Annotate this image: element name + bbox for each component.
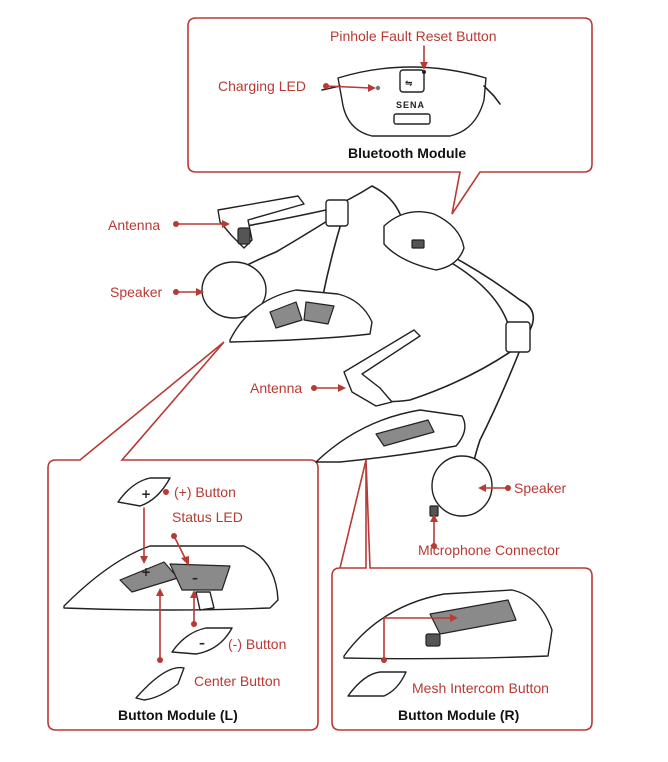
button-module-l-closeup: + + – – (63, 477, 279, 701)
bluetooth-module-callout (187, 17, 593, 215)
right-connector (505, 321, 531, 353)
button-module-l-clip (195, 591, 215, 611)
pointer-speaker-left-head (196, 288, 204, 296)
button-module-r-callout (331, 459, 593, 731)
pointer-antenna-left-head (222, 220, 230, 228)
button-module-l-plus-symbol: + (141, 565, 151, 579)
bluetooth-module-cable-right (483, 85, 501, 105)
plus-button-cover (117, 477, 171, 507)
label-plus-button: (+) Button (174, 484, 236, 500)
label-bluetooth-module: Bluetooth Module (348, 145, 466, 161)
left-button-module-plus-pad (269, 301, 303, 329)
right-button-module-assembly-pad (375, 419, 435, 447)
left-antenna-body (217, 195, 305, 249)
left-speaker (201, 261, 267, 319)
wire-to-button-left (321, 219, 343, 301)
left-button-module-minus-pad (303, 301, 335, 325)
left-connector (325, 199, 349, 227)
pointer-charging-led-head (368, 84, 376, 92)
dot-plus-button (163, 489, 169, 495)
charging-led-light (375, 85, 381, 91)
pointer-charging-led (325, 85, 371, 89)
label-mesh-intercom-button: Mesh Intercom Button (412, 680, 549, 696)
label-antenna-right: Antenna (250, 380, 302, 396)
plus-button-cover-symbol: + (141, 487, 151, 501)
button-module-l-callout-box (47, 341, 319, 731)
pinhole-reset (422, 70, 426, 74)
pointer-mesh-intercom-button (383, 617, 453, 661)
wire-to-speaker-left (237, 217, 333, 271)
label-antenna-left: Antenna (108, 217, 160, 233)
labels: Pinhole Fault Reset Button Charging LED … (108, 28, 566, 723)
left-antenna-clip (237, 227, 251, 245)
pointer-microphone-connector-head (430, 514, 438, 522)
pointer-mesh-intercom-button-head (450, 614, 458, 622)
pointer-speaker-right-head (478, 484, 486, 492)
pointer-minus-button-head (190, 590, 198, 598)
sena-logo-closeup: SENA (396, 100, 425, 110)
pointer-status-led-head (181, 556, 189, 566)
label-speaker-right: Speaker (514, 480, 566, 496)
minus-button-cover (171, 627, 233, 655)
bluetooth-callout-box (187, 17, 593, 215)
label-speaker-left: Speaker (110, 284, 162, 300)
pointer-antenna-right-head (338, 384, 346, 392)
bluetooth-module-closeup: ⇋ SENA (321, 66, 501, 137)
center-button-part (135, 666, 185, 701)
label-button-module-l: Button Module (L) (118, 707, 238, 723)
label-pinhole-fault-reset-button: Pinhole Fault Reset Button (330, 28, 497, 44)
label-center-button: Center Button (194, 673, 280, 689)
button-module-r-closeup (343, 589, 553, 697)
usb-port (399, 69, 425, 93)
button-module-r-callout-box (331, 459, 593, 731)
label-charging-led: Charging LED (218, 78, 306, 94)
label-microphone-connector: Microphone Connector (418, 542, 560, 558)
label-minus-button: (-) Button (228, 636, 286, 652)
mesh-intercom-button-part (347, 671, 407, 697)
button-module-r-mesh-pad (429, 599, 517, 635)
button-module-l-minus-pad (169, 563, 231, 591)
bluetooth-module-body (337, 66, 487, 137)
bluetooth-module-assembly-port (411, 239, 425, 249)
headset-assembly (201, 185, 535, 517)
usb-icon: ⇋ (405, 79, 413, 89)
bluetooth-module-window (393, 113, 431, 125)
right-speaker (431, 455, 493, 517)
minus-button-cover-symbol: – (199, 636, 205, 650)
pointers (140, 45, 511, 663)
button-module-l-callout (47, 341, 319, 731)
button-module-r-clip (425, 633, 441, 647)
wire-bt-to-right (439, 249, 535, 331)
pointer-center-button-head (156, 588, 164, 596)
pointer-plus-button-head (140, 556, 148, 564)
pointer-pinhole-reset-head (420, 62, 428, 70)
label-button-module-r: Button Module (R) (398, 707, 519, 723)
label-status-led: Status LED (172, 509, 243, 525)
right-antenna-body (343, 329, 421, 407)
button-module-l-minus-symbol: – (192, 571, 198, 585)
pointer-status-led (173, 535, 187, 561)
